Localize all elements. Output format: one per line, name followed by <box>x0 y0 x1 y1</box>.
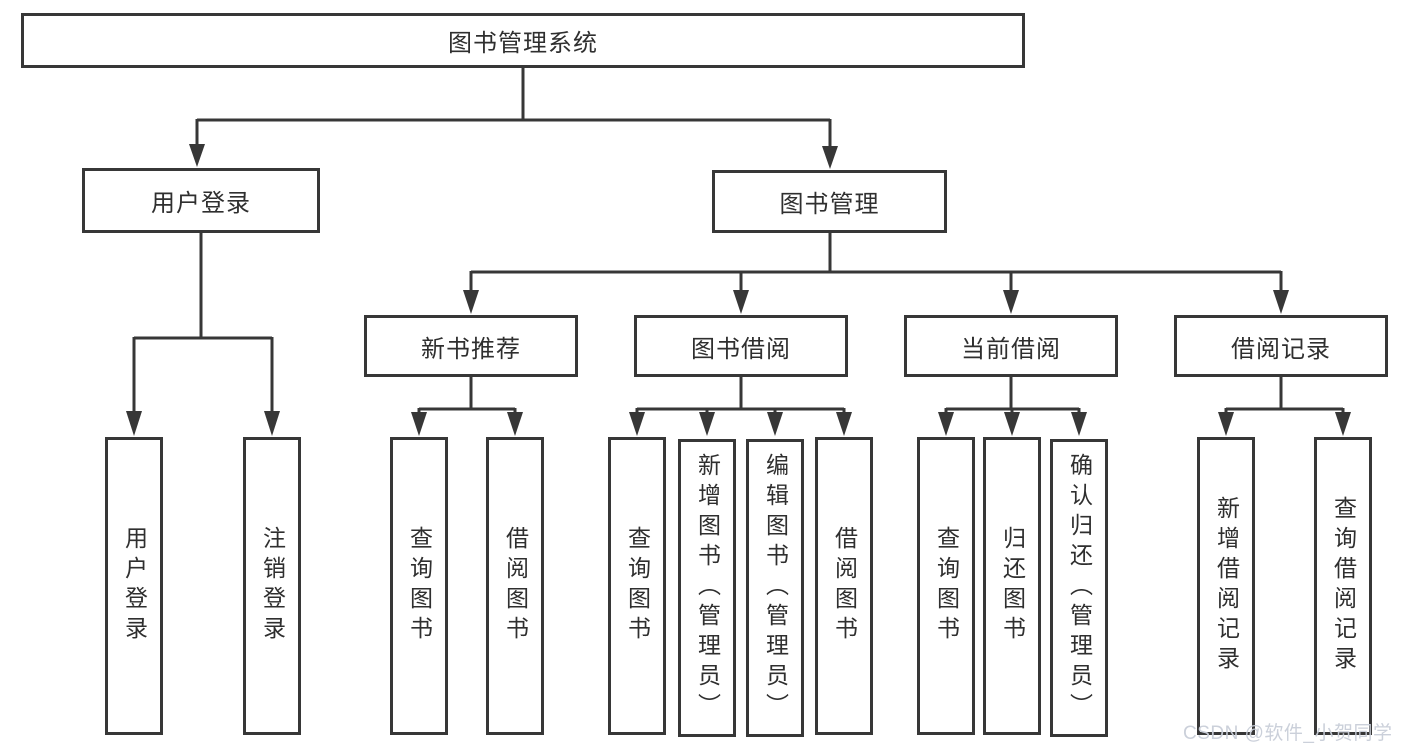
leaf-add-book-admin-label: 新增图书（管理员） <box>694 453 721 723</box>
arrowheads <box>126 144 1351 436</box>
node-library-system-label: 图书管理系统 <box>448 30 598 57</box>
leaf-borrow-books-borrow-label: 借阅图书 <box>831 526 858 646</box>
node-book-borrowing: 图书借阅 <box>634 315 848 377</box>
leaf-query-borrow-record: 查询借阅记录 <box>1314 437 1372 735</box>
leaf-add-borrow-record-label: 新增借阅记录 <box>1213 496 1240 676</box>
leaf-add-borrow-record: 新增借阅记录 <box>1197 437 1255 735</box>
leaf-add-book-admin: 新增图书（管理员） <box>678 439 736 737</box>
node-book-borrowing-label: 图书借阅 <box>691 335 791 363</box>
leaf-query-books-borrow-label: 查询图书 <box>624 526 651 646</box>
leaf-logout: 注销登录 <box>243 437 301 735</box>
leaf-confirm-return-admin-label: 确认归还（管理员） <box>1066 453 1093 723</box>
leaf-borrow-books-borrow: 借阅图书 <box>815 437 873 735</box>
leaf-return-books-label: 归还图书 <box>999 526 1026 646</box>
leaf-query-books-recommend-label: 查询图书 <box>406 526 433 646</box>
leaf-return-books: 归还图书 <box>983 437 1041 735</box>
csdn-watermark: CSDN @软件_小贺同学 <box>1183 723 1393 744</box>
node-book-management: 图书管理 <box>712 170 947 233</box>
node-user-login-label: 用户登录 <box>151 190 251 217</box>
leaf-user-login: 用户登录 <box>105 437 163 735</box>
leaf-user-login-label: 用户登录 <box>121 526 148 646</box>
node-new-book-recommendation: 新书推荐 <box>364 315 578 377</box>
leaf-edit-book-admin-label: 编辑图书（管理员） <box>762 453 789 723</box>
leaf-logout-label: 注销登录 <box>259 526 286 646</box>
node-book-management-label: 图书管理 <box>779 191 880 218</box>
node-user-login: 用户登录 <box>82 168 320 233</box>
leaf-query-books-recommend: 查询图书 <box>390 437 448 735</box>
node-library-system: 图书管理系统 <box>21 13 1025 68</box>
node-borrowing-records-label: 借阅记录 <box>1231 335 1331 363</box>
leaf-query-borrow-record-label: 查询借阅记录 <box>1330 496 1357 676</box>
node-current-borrowing-label: 当前借阅 <box>961 335 1061 363</box>
leaf-borrow-books-recommend: 借阅图书 <box>486 437 544 735</box>
leaf-query-books-current-label: 查询图书 <box>933 526 960 646</box>
leaf-query-books-current: 查询图书 <box>917 437 975 735</box>
leaf-query-books-borrow: 查询图书 <box>608 437 666 735</box>
leaf-edit-book-admin: 编辑图书（管理员） <box>746 439 804 737</box>
node-new-book-recommendation-label: 新书推荐 <box>421 335 521 363</box>
node-current-borrowing: 当前借阅 <box>904 315 1118 377</box>
node-borrowing-records: 借阅记录 <box>1174 315 1388 377</box>
leaf-confirm-return-admin: 确认归还（管理员） <box>1050 439 1108 737</box>
leaf-borrow-books-recommend-label: 借阅图书 <box>502 526 529 646</box>
